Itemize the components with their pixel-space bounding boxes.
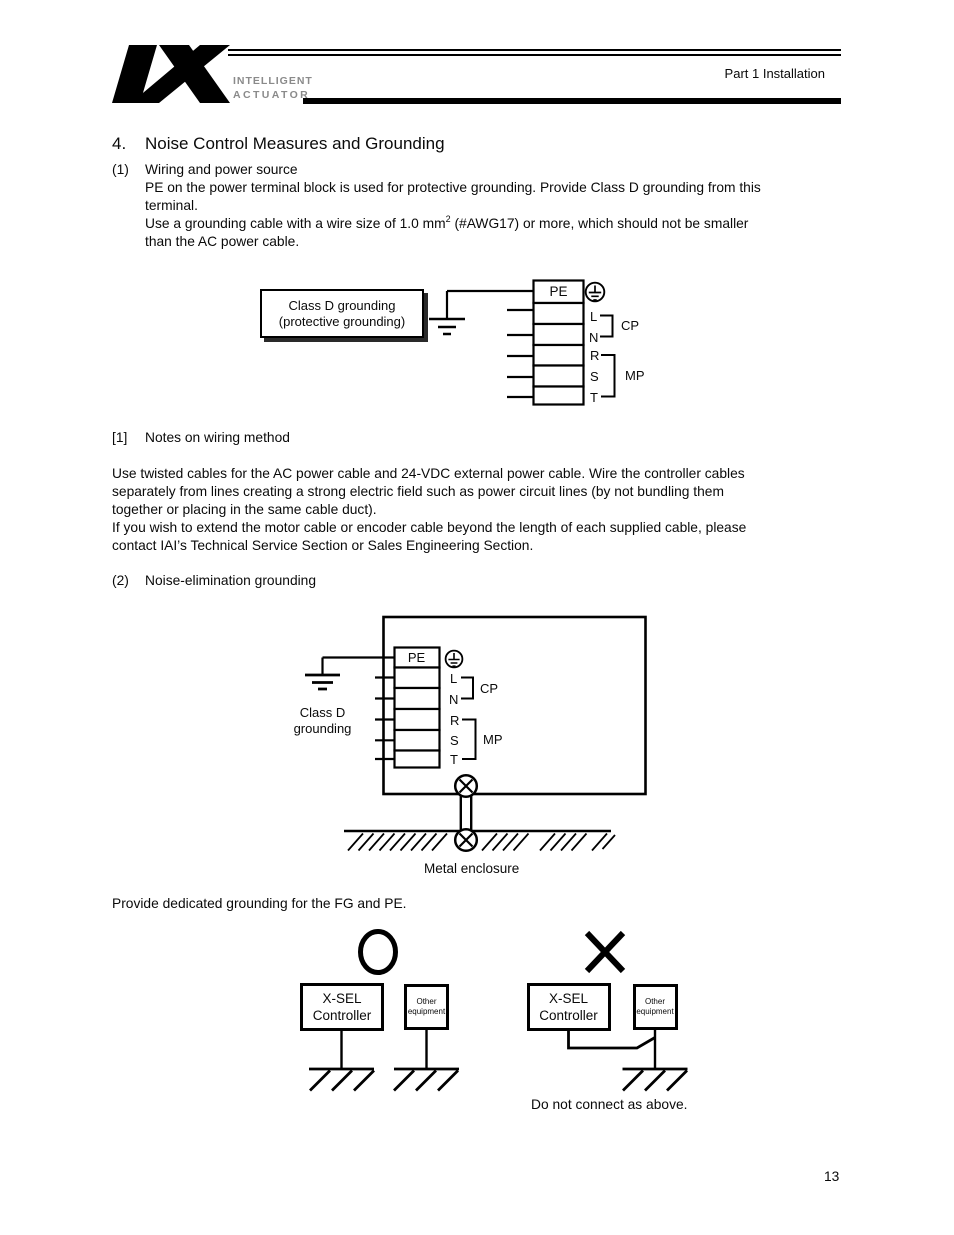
bonding-screw-bottom-icon bbox=[453, 827, 479, 853]
pe-wire bbox=[445, 289, 534, 319]
bonding-strap bbox=[459, 794, 473, 830]
cp-bracket bbox=[461, 676, 474, 700]
notes-title: Notes on wiring method bbox=[145, 430, 290, 445]
metal-enclosure-label: Metal enclosure bbox=[424, 861, 520, 876]
section-title: Noise Control Measures and Grounding bbox=[145, 134, 445, 153]
wiring-diagram-2 bbox=[305, 615, 647, 853]
terminal-label-pe: PE bbox=[407, 650, 426, 665]
other-equipment-box-good: Other equipment bbox=[404, 984, 449, 1030]
notes-number: [1] bbox=[112, 430, 128, 445]
callout-line-2: (protective grounding) bbox=[278, 313, 406, 329]
class-d-grounding-label: Class D grounding bbox=[280, 705, 365, 737]
brand-line-2: ACTUATOR bbox=[233, 89, 311, 101]
wire-size-text: Use a grounding cable with a wire size o… bbox=[145, 216, 446, 231]
awg-text: (#AWG17) or more, which should not be sm… bbox=[450, 216, 749, 231]
section-number: 4. bbox=[112, 134, 127, 153]
group-label-cp: CP bbox=[480, 680, 499, 696]
terminal-block bbox=[393, 646, 441, 769]
terminal-stubs bbox=[507, 308, 534, 399]
surface-hatching bbox=[347, 832, 616, 852]
terminal-label-s: S bbox=[450, 733, 459, 748]
ix-logo-icon bbox=[112, 45, 230, 103]
cp-bracket bbox=[600, 314, 614, 338]
terminal-label-l: L bbox=[590, 309, 598, 324]
header-rule-thick bbox=[303, 98, 841, 104]
notes-line: Use twisted cables for the AC power cabl… bbox=[112, 466, 745, 481]
xsel-controller-box-good: X-SEL Controller bbox=[300, 983, 384, 1031]
class-d-line-1: Class D bbox=[299, 705, 346, 720]
brand-line-1: INTELLIGENT bbox=[233, 75, 313, 87]
terminal-label-s: S bbox=[590, 369, 599, 384]
group-label-mp: MP bbox=[483, 731, 503, 747]
shared-ground-wire-bad bbox=[567, 1029, 656, 1050]
terminal-label-t: T bbox=[450, 752, 458, 767]
other-equipment-box-bad: Other equipment bbox=[632, 984, 678, 1030]
terminal-label-t: T bbox=[590, 390, 598, 405]
sub1-title: Wiring and power source bbox=[145, 162, 298, 177]
notes-line: together or placing in the same cable du… bbox=[112, 502, 377, 517]
earth-ground-icon bbox=[393, 1067, 459, 1092]
ground-symbol-icon bbox=[429, 317, 465, 336]
other-label-line1: Other bbox=[416, 997, 437, 1006]
xsel-label-line2: Controller bbox=[312, 1008, 372, 1023]
protective-earth-icon bbox=[584, 281, 606, 303]
mp-bracket bbox=[462, 718, 477, 760]
xsel-label-line1: X-SEL bbox=[322, 991, 362, 1006]
wiring-diagram-1 bbox=[429, 279, 616, 406]
notes-line: separately from lines creating a strong … bbox=[112, 484, 724, 499]
xsel-controller-box-bad: X-SEL Controller bbox=[526, 983, 611, 1031]
terminal-block bbox=[532, 279, 585, 406]
pe-wire bbox=[321, 656, 395, 674]
sub2-number: (2) bbox=[112, 573, 129, 588]
class-d-line-2: grounding bbox=[293, 721, 352, 736]
terminal-label-n: N bbox=[449, 691, 459, 707]
sub1-paragraph-line: terminal. bbox=[145, 198, 198, 213]
terminal-label-r: R bbox=[590, 348, 600, 363]
terminal-label-r: R bbox=[450, 712, 460, 728]
header-rule-top-1 bbox=[228, 49, 841, 52]
header-part-label: Part 1 Installation bbox=[724, 66, 825, 81]
superscript-2: 2 bbox=[445, 214, 451, 224]
sub1-paragraph-line: Use a grounding cable with a wire size o… bbox=[145, 214, 749, 234]
xsel-label-line2: Controller bbox=[539, 1008, 598, 1023]
ground-symbol-icon bbox=[305, 673, 340, 691]
correct-mark-icon bbox=[358, 929, 398, 975]
do-not-connect-caption: Do not connect as above. bbox=[531, 1097, 688, 1112]
sub1-paragraph-line: PE on the power terminal block is used f… bbox=[145, 180, 761, 195]
notes-line: If you wish to extend the motor cable or… bbox=[112, 520, 747, 535]
class-d-grounding-callout: Class D grounding (protective grounding) bbox=[260, 289, 424, 338]
grounding-comparison-diagram bbox=[309, 929, 688, 1092]
terminal-label-l: L bbox=[450, 670, 458, 686]
sub2-title: Noise-elimination grounding bbox=[145, 573, 317, 588]
mp-bracket bbox=[601, 354, 616, 398]
group-label-mp: MP bbox=[625, 368, 645, 383]
incorrect-mark-icon bbox=[584, 930, 626, 974]
other-label-line2: equipment bbox=[407, 1007, 446, 1016]
xsel-label-line1: X-SEL bbox=[548, 991, 589, 1006]
protective-earth-icon bbox=[444, 649, 464, 669]
other-label-line2: equipment bbox=[636, 1007, 674, 1016]
group-label-cp: CP bbox=[621, 318, 640, 333]
terminal-label-n: N bbox=[589, 330, 599, 345]
callout-line-1: Class D grounding bbox=[288, 297, 396, 313]
bonding-screw-top-icon bbox=[453, 773, 479, 799]
other-label-line1: Other bbox=[644, 997, 665, 1006]
enclosure-outline bbox=[382, 615, 647, 796]
terminal-label-pe: PE bbox=[549, 284, 568, 299]
sub1-paragraph-line: than the AC power cable. bbox=[145, 234, 300, 249]
earth-ground-icon bbox=[309, 1067, 375, 1092]
page-number: 13 bbox=[824, 1169, 840, 1184]
notes-line: contact IAI’s Technical Service Section … bbox=[112, 538, 534, 553]
header-rule-top-2 bbox=[228, 54, 841, 57]
earth-ground-icon bbox=[622, 1067, 688, 1092]
terminal-stubs bbox=[375, 676, 395, 761]
dedicated-grounding-note: Provide dedicated grounding for the FG a… bbox=[112, 896, 407, 911]
sub1-number: (1) bbox=[112, 162, 129, 177]
